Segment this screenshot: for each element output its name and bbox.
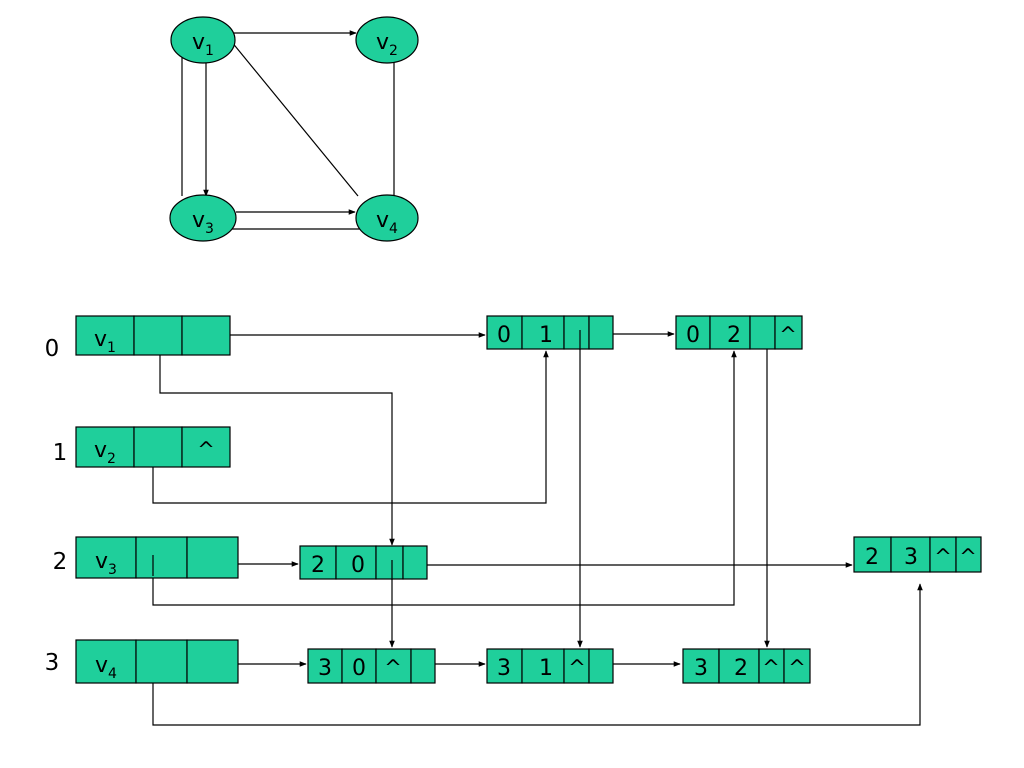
vertex-v4: v4	[355, 194, 419, 242]
arc-tail: 2	[865, 545, 879, 570]
arc-head: 3	[904, 545, 918, 570]
pointer-stubs	[152, 330, 581, 580]
arc-head: 0	[351, 553, 365, 578]
arc-tail: 3	[318, 656, 332, 681]
null-mark: ^	[934, 545, 952, 569]
head-index: 1	[53, 440, 68, 466]
null-mark: ^	[779, 323, 797, 347]
vertex-v1: v1	[170, 16, 236, 64]
arc-head: 0	[352, 656, 366, 681]
link-v2-in	[152, 350, 549, 504]
arc-node-3-2: 3 2 ^ ^	[682, 648, 811, 684]
head-data: v2	[94, 438, 116, 467]
arc-head: 1	[539, 656, 553, 681]
head-data: v4	[95, 653, 117, 682]
arc-tail: 3	[497, 656, 511, 681]
vertex-label: v3	[192, 208, 214, 237]
link-v3-in	[152, 350, 737, 606]
arc-nodes: 0 1 0 2 ^ 2 0 2 3	[299, 315, 982, 684]
null-mark: ^	[197, 438, 215, 462]
arc-node-3-0: 3 0 ^	[307, 648, 436, 684]
vertex-label: v2	[376, 30, 398, 59]
head-index: 3	[45, 650, 60, 676]
arc-tail: 3	[694, 656, 708, 681]
null-mark: ^	[568, 656, 586, 680]
arc-tail: 2	[311, 553, 325, 578]
arc-node-2-3: 2 3 ^ ^	[853, 536, 982, 573]
head-index: 0	[45, 336, 60, 362]
head-data: v1	[94, 327, 116, 356]
vertex-v2: v2	[355, 16, 419, 64]
vertex-label: v4	[376, 208, 398, 237]
arc-node-0-1: 0 1	[486, 315, 614, 350]
null-mark: ^	[788, 656, 806, 680]
head-node-v1: v1	[75, 315, 231, 356]
arc-head: 1	[539, 323, 553, 348]
head-index: 2	[53, 549, 68, 575]
edge-v4-v1	[221, 29, 359, 197]
head-data: v3	[95, 549, 117, 578]
null-mark: ^	[762, 656, 780, 680]
null-mark: ^	[384, 656, 402, 680]
vertex-label: v1	[192, 30, 214, 59]
head-node-v4: v4	[75, 639, 239, 684]
null-mark: ^	[959, 545, 977, 569]
arc-tail: 0	[686, 323, 700, 348]
orthogonal-links	[152, 331, 923, 726]
vertex-head-list: 0 v1 1 v2 ^ 2 v3 3 v4	[45, 315, 239, 684]
vertex-v3: v3	[169, 194, 237, 242]
arc-node-0-2: 0 2 ^	[675, 315, 803, 350]
arc-head: 2	[734, 656, 748, 681]
head-node-v2: v2 ^	[75, 426, 231, 468]
directed-graph: v1 v2 v3 v4	[169, 16, 419, 242]
arc-node-3-1: 3 1 ^	[486, 648, 614, 684]
arc-tail: 0	[497, 323, 511, 348]
link-v1-in	[159, 350, 395, 546]
arc-node-2-0: 2 0	[299, 545, 428, 580]
link-v4-in	[152, 583, 923, 726]
arc-head: 2	[727, 323, 741, 348]
head-node-v3: v3	[75, 536, 239, 579]
